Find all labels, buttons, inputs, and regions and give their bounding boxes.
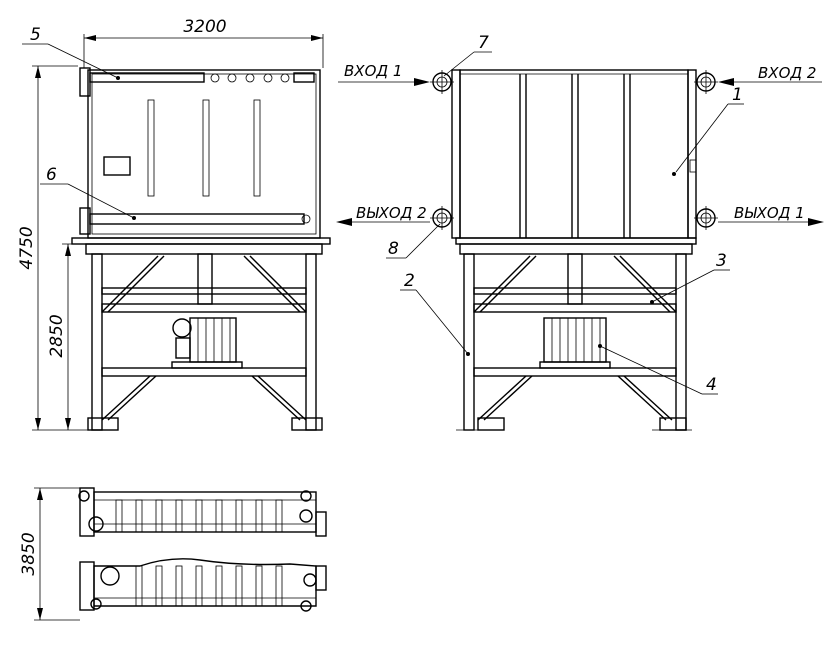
tank-body-right — [459, 69, 689, 239]
dim-height-total: 4750 — [17, 65, 88, 431]
nozzle-inlet-2 — [694, 70, 718, 94]
nozzle-outlet-1 — [694, 206, 718, 230]
nozzle-8 — [430, 206, 454, 230]
front-view — [71, 67, 331, 431]
svg-text:7: 7 — [478, 33, 489, 53]
frame-leg — [91, 253, 103, 431]
dim-height-frame: 2850 — [47, 243, 88, 430]
label-outlet-1: ВЫХОД 1 — [734, 204, 805, 222]
svg-text:4: 4 — [706, 375, 717, 395]
dim-height-total-label: 4750 — [17, 226, 37, 269]
svg-text:5: 5 — [30, 25, 41, 45]
dim-height-frame-label: 2850 — [47, 314, 67, 357]
callout-4: 4 — [598, 344, 718, 395]
motor — [171, 317, 243, 369]
callout-5: 5 — [22, 25, 120, 80]
dim-depth-label: 3850 — [19, 532, 39, 575]
dim-depth: 3850 — [19, 487, 80, 621]
label-inlet-2: ВХОД 2 — [758, 64, 816, 82]
svg-text:1: 1 — [732, 85, 743, 105]
callout-3: 3 — [650, 251, 730, 304]
pipe-6 — [89, 213, 305, 225]
tank-body-left — [87, 69, 321, 239]
callout-1: 1 — [675, 85, 744, 173]
svg-text:2: 2 — [404, 271, 415, 291]
svg-text:8: 8 — [388, 239, 399, 259]
arrow-inlet-2: ВХОД 2 — [718, 64, 822, 86]
callout-6: 6 — [40, 165, 136, 220]
label-inlet-1: ВХОД 1 — [344, 62, 402, 80]
dim-width-label: 3200 — [183, 17, 226, 37]
callout-8: 8 — [386, 223, 441, 259]
svg-text:3: 3 — [716, 251, 727, 271]
label-outlet-2: ВЫХОД 2 — [356, 204, 427, 222]
side-view — [430, 69, 718, 431]
callout-2: 2 — [400, 271, 470, 356]
frame-leg — [305, 253, 317, 431]
arrow-inlet-1: ВХОД 1 — [338, 62, 430, 86]
callout-7: 7 — [443, 33, 492, 77]
nozzle-7 — [430, 70, 454, 94]
arrow-outlet-2: ВЫХОД 2 — [336, 204, 430, 226]
dim-width: 3200 — [83, 17, 324, 68]
plan-view — [78, 487, 327, 612]
arrow-outlet-1: ВЫХОД 1 — [718, 204, 824, 226]
svg-text:6: 6 — [46, 165, 57, 185]
motor-side — [539, 317, 611, 369]
